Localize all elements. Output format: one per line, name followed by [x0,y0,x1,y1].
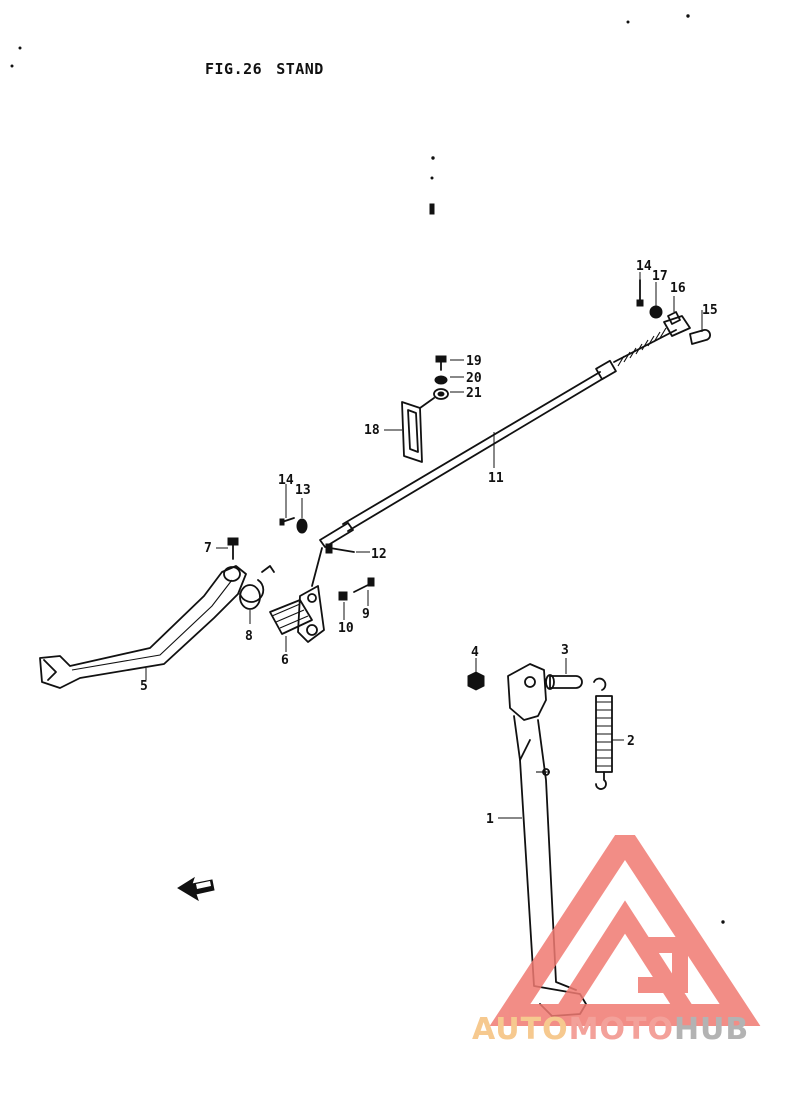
callout-4: 4 [471,645,479,660]
part-bolt-7 [227,537,239,560]
callout-6: 6 [281,653,289,668]
callout-11: 11 [488,471,504,486]
part-spring-2 [593,677,613,790]
callout-10: 10 [338,621,354,636]
automotohub-watermark-text: AUTOMOTOHUB [472,1012,749,1047]
figure-label: FIG.26 [205,60,263,78]
callout-9: 9 [362,607,370,622]
callout-18: 18 [364,423,380,438]
callout-8: 8 [245,629,253,644]
callout-14-lower: 14 [278,473,294,488]
watermark-part-auto: AUTO [472,1012,569,1047]
part-circlip-8 [239,565,275,610]
watermark-part-moto: MOTO [568,1012,674,1047]
callout-2: 2 [627,734,635,749]
leader-lines [145,272,703,819]
callout-15: 15 [702,303,718,318]
part-bolt-9-nut-10 [338,577,375,601]
callout-17: 17 [652,269,668,284]
part-bolt-3 [545,674,583,690]
callout-1: 1 [486,812,494,827]
callout-21: 21 [466,386,482,401]
part-shaft-arm-6 [269,547,325,643]
callout-20: 20 [466,371,482,386]
callout-numbers: 14 17 16 15 19 20 21 18 11 14 13 12 7 8 … [140,259,718,827]
part-cable-clamp-hardware [279,517,355,554]
callout-7: 7 [204,541,212,556]
part-cable-end-hardware [636,279,711,345]
part-bracket-hardware [401,355,449,463]
callout-19: 19 [466,354,482,369]
figure-title: FIG.26 STAND [205,60,338,78]
scan-specks [10,14,725,924]
callout-13: 13 [295,483,311,498]
callout-3: 3 [561,643,569,658]
part-pedal-arm-5 [39,565,247,689]
part-cable [319,315,691,548]
automotohub-logo-icon [489,835,761,1026]
callout-12: 12 [371,547,387,562]
callout-16: 16 [670,281,686,296]
callout-14-upper: 14 [636,259,652,274]
direction-arrow-icon [177,876,215,902]
figure-name: STAND [276,60,324,78]
part-nut-4 [467,671,485,691]
watermark-part-hub: HUB [673,1012,750,1047]
callout-5: 5 [140,679,148,694]
